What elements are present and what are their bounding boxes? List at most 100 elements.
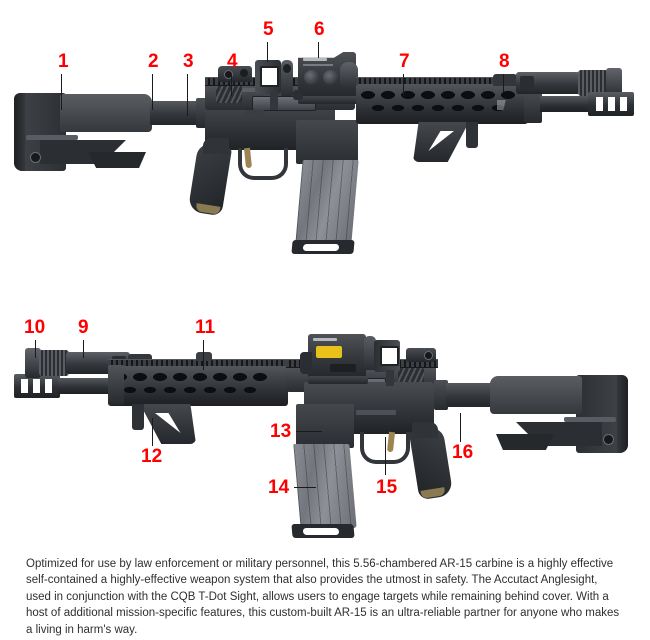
barrel — [540, 96, 590, 112]
anglesight-arm — [270, 92, 278, 110]
leader-7 — [403, 74, 404, 96]
buttstock-pin-hole — [30, 152, 41, 163]
leader-1 — [61, 74, 62, 110]
leader-3 — [187, 74, 188, 116]
magazine-well — [296, 120, 358, 164]
callout-14[interactable]: 14 — [268, 477, 290, 498]
muzzle-brake-2-port-3 — [45, 379, 52, 393]
holo-sight-knob-right — [323, 70, 338, 85]
leader-14 — [294, 487, 316, 488]
callout-8[interactable]: 8 — [499, 51, 510, 72]
anglesight-2-mount — [364, 336, 376, 370]
leader-10 — [35, 340, 36, 358]
holo-sight-lever — [293, 90, 303, 100]
callout-15[interactable]: 15 — [376, 477, 398, 498]
magazine-well-2 — [296, 404, 354, 448]
buttstock-2-slot — [564, 417, 616, 422]
holo-sight-2-reticle-window — [316, 346, 342, 358]
forward-assist — [216, 86, 242, 103]
magazine-ribs — [295, 160, 359, 244]
leader-4 — [231, 74, 232, 96]
callout-6[interactable]: 6 — [314, 19, 325, 40]
leader-5 — [267, 42, 268, 62]
light-switch-block — [520, 76, 534, 90]
receiver-2-marking — [356, 410, 396, 415]
holo-sight-2-controls — [330, 364, 356, 372]
anglesight-2-window — [380, 346, 399, 366]
anglesight-window — [260, 66, 279, 87]
holo-sight-text — [303, 64, 333, 66]
castle-nut-2 — [434, 380, 448, 410]
barrel-2 — [58, 378, 108, 394]
bolt-catch — [246, 110, 264, 116]
holo-sight-knob-left — [304, 70, 319, 85]
trigger-guard — [238, 148, 288, 180]
holo-sight-window — [340, 62, 358, 88]
muzzle-brake-2-port-1 — [21, 379, 28, 393]
leader-11 — [203, 340, 204, 370]
foregrip-tab — [466, 122, 478, 148]
callout-5[interactable]: 5 — [263, 19, 274, 40]
muzzle-brake-port-3 — [620, 97, 627, 111]
buttstock-2-cheek — [490, 376, 582, 414]
muzzle-brake-2-port-2 — [33, 379, 40, 393]
light-bezel — [606, 68, 622, 98]
rear-sight-2-aperture — [424, 351, 433, 360]
muzzle-brake-port-2 — [608, 97, 615, 111]
holo-sight-mount-foot — [298, 96, 358, 104]
rail-accessory — [196, 352, 212, 361]
buttstock-2-pad — [617, 375, 628, 453]
buttstock-cheek — [60, 94, 152, 132]
forward-assist-2 — [398, 368, 424, 385]
magazine-2-floorplate-cut — [302, 528, 340, 535]
muzzle-brake-port-1 — [596, 97, 603, 111]
callout-16[interactable]: 16 — [452, 442, 474, 463]
holo-sight-2-foot — [308, 376, 368, 384]
light-2-bezel — [25, 348, 41, 378]
foregrip-2-tab — [132, 404, 144, 430]
buttstock-2-pin-hole — [603, 434, 614, 445]
product-description-caption: Optimized for use by law enforcement or … — [26, 558, 620, 636]
leader-16 — [460, 413, 461, 442]
buttstock-lever — [88, 152, 146, 168]
callout-3[interactable]: 3 — [183, 51, 194, 72]
callout-11[interactable]: 11 — [195, 317, 216, 338]
buttstock-2-lever — [496, 434, 554, 450]
handguard-2-endcap — [108, 365, 124, 405]
light-body-knurl — [578, 70, 608, 96]
buttstock-slot — [26, 135, 78, 140]
grip-2-beavertail — [412, 422, 438, 438]
callout-1[interactable]: 1 — [58, 51, 69, 72]
anglesight-2-arm — [386, 370, 394, 386]
holo-sight-2-brand — [313, 338, 337, 341]
leader-2 — [152, 74, 153, 110]
angled-foregrip-2 — [140, 404, 196, 444]
leader-9 — [83, 340, 84, 358]
leader-15 — [385, 437, 386, 475]
leader-6 — [318, 42, 319, 58]
handguard-brand-mark — [497, 100, 506, 110]
magazine-2-ribs — [293, 444, 357, 528]
holo-sight-brand — [303, 58, 327, 61]
handguard-2-keymod — [108, 366, 288, 406]
magazine-floorplate-cut — [302, 244, 340, 251]
callout-9[interactable]: 9 — [78, 317, 89, 338]
callout-2[interactable]: 2 — [148, 51, 159, 72]
callout-12[interactable]: 12 — [141, 446, 163, 467]
grip-beavertail — [203, 138, 229, 154]
light-2-knurl — [39, 350, 69, 376]
leader-13 — [296, 431, 322, 432]
rear-sight-knob — [240, 69, 248, 77]
anglesight-knob — [283, 64, 291, 73]
holo-sight-2-eyecup — [300, 352, 312, 374]
callout-4[interactable]: 4 — [227, 51, 238, 72]
leader-12 — [152, 418, 153, 446]
light-rail-mount — [493, 74, 517, 86]
callout-13[interactable]: 13 — [270, 421, 292, 442]
rear-sight-aperture — [224, 70, 233, 79]
callout-10[interactable]: 10 — [24, 317, 46, 338]
callout-7[interactable]: 7 — [399, 51, 410, 72]
buttstock-pad — [14, 93, 25, 171]
angled-foregrip — [413, 122, 469, 162]
